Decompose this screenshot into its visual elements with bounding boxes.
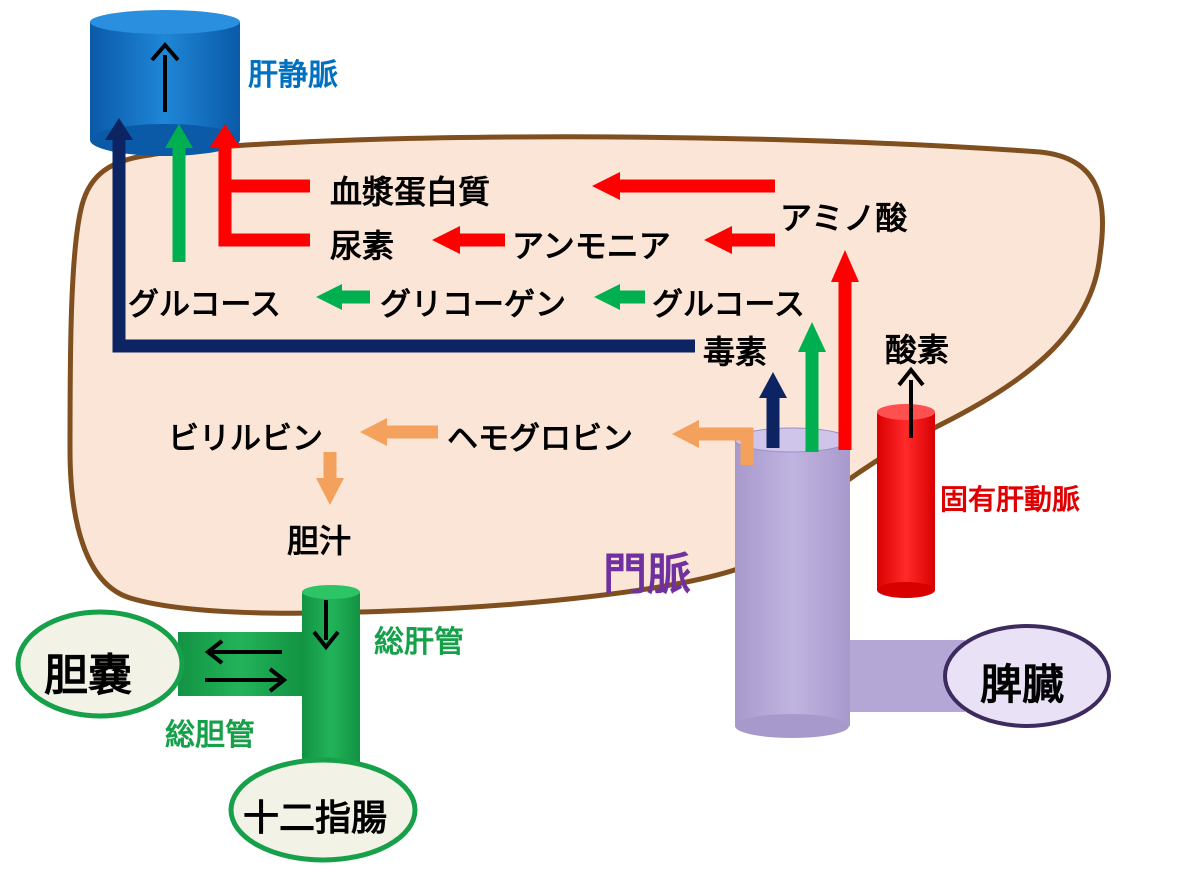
bidirectional-bile-arrows xyxy=(204,639,288,693)
label-proper-hepatic-artery: 固有肝動脈 xyxy=(940,483,1081,516)
label-glucose-in: グルコース xyxy=(652,287,805,323)
label-portal-vein: 門脈 xyxy=(603,549,691,600)
label-glycogen: グリコーゲン xyxy=(380,287,566,323)
label-gallbladder: 胆嚢 xyxy=(44,650,132,701)
amino-to-ammonia-arrow xyxy=(704,226,775,254)
label-ammonia: アンモニア xyxy=(512,227,671,265)
proper-hepatic-artery-cylinder xyxy=(877,404,935,598)
label-duodenum: 十二指腸 xyxy=(243,798,388,839)
protein-urea-to-vein-arrow xyxy=(210,124,310,247)
label-bile: 胆汁 xyxy=(287,522,352,560)
label-hemoglobin: ヘモグロビン xyxy=(447,421,633,457)
label-common-bile-duct: 総胆管 xyxy=(165,718,255,753)
label-oxygen: 酸素 xyxy=(885,331,950,369)
spleen-node xyxy=(943,624,1111,728)
portal-hemoglobin-arrow xyxy=(672,420,754,465)
gallbladder-node xyxy=(15,609,185,719)
glycogen-to-glucose-arrow xyxy=(316,284,370,310)
label-common-hepatic-duct: 総肝管 xyxy=(374,625,464,660)
label-plasma-protein: 血漿蛋白質 xyxy=(330,173,491,211)
label-hepatic-vein: 肝静脈 xyxy=(248,58,338,93)
bile-down-arrow xyxy=(312,600,340,651)
common-hepatic-duct xyxy=(302,585,360,777)
portal-toxin-arrow xyxy=(759,372,787,448)
hemoglobin-to-bilirubin-arrow xyxy=(360,418,438,446)
glucose-to-glycogen-arrow xyxy=(594,284,645,310)
label-glucose-out: グルコース xyxy=(128,287,281,323)
common-bile-duct xyxy=(178,632,302,696)
ammonia-to-urea-arrow xyxy=(432,226,505,254)
portal-glucose-arrow xyxy=(798,322,826,452)
oxygen-arrow xyxy=(897,366,925,438)
amino-to-protein-arrow xyxy=(592,172,775,200)
label-amino-acid: アミノ酸 xyxy=(780,199,908,237)
hepatic-vein-out-arrow xyxy=(150,41,180,112)
duodenum-node xyxy=(228,757,418,863)
glucose-to-vein-arrow xyxy=(165,124,193,262)
toxin-path-arrow xyxy=(105,118,695,353)
label-urea: 尿素 xyxy=(330,227,395,265)
label-toxin: 毒素 xyxy=(703,333,768,371)
bilirubin-to-bile-arrow xyxy=(316,452,344,505)
portal-amino-acid-arrow xyxy=(831,250,859,450)
label-spleen: 脾臓 xyxy=(980,660,1065,709)
label-bilirubin: ビリルビン xyxy=(168,421,323,457)
